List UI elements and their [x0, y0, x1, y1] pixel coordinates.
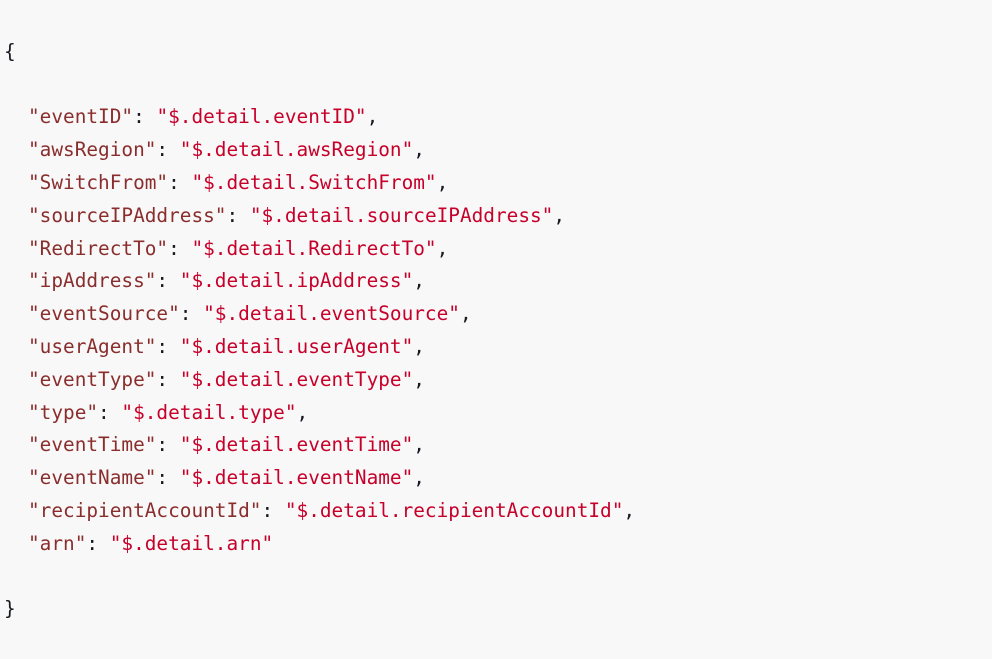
code-line-entry: "userAgent": "$.detail.userAgent",	[28, 334, 425, 358]
code-line-entry: "eventSource": "$.detail.eventSource",	[28, 302, 472, 326]
code-line-entry: "sourceIPAddress": "$.detail.sourceIPAdd…	[28, 203, 566, 227]
json-value: "$.detail.eventName"	[179, 466, 414, 490]
code-line-entry: "eventName": "$.detail.eventName",	[28, 466, 425, 490]
code-line-entry: "SwitchFrom": "$.detail.SwitchFrom",	[28, 170, 449, 194]
json-key: "eventSource"	[28, 302, 180, 326]
json-value: "$.detail.awsRegion"	[179, 138, 414, 162]
json-value: "$.detail.eventType"	[179, 367, 414, 391]
json-comma: ,	[436, 236, 449, 260]
code-line-entry: "type": "$.detail.type",	[28, 400, 309, 424]
json-comma: ,	[413, 367, 425, 391]
json-value: "$.detail.eventID"	[156, 105, 367, 129]
json-key: "ipAddress"	[28, 269, 157, 293]
json-value: "$.detail.type"	[121, 400, 297, 424]
json-value: "$.detail.ipAddress"	[179, 269, 414, 293]
json-value: "$.detail.RedirectTo"	[191, 236, 437, 260]
json-value: "$.detail.eventSource"	[203, 302, 460, 326]
json-key: "userAgent"	[28, 334, 157, 358]
code-line-open: {	[4, 36, 992, 69]
json-key: "awsRegion"	[28, 138, 157, 162]
json-value: "$.detail.recipientAccountId"	[284, 498, 624, 522]
close-brace: }	[4, 597, 16, 621]
json-comma: ,	[413, 138, 425, 162]
code-line-entry: "arn": "$.detail.arn"	[28, 531, 274, 555]
json-key: "SwitchFrom"	[28, 170, 169, 194]
json-key: "eventName"	[28, 466, 157, 490]
json-comma: ,	[436, 170, 449, 194]
code-line-entry: "eventType": "$.detail.eventType",	[28, 367, 425, 391]
code-line-entry: "recipientAccountId": "$.detail.recipien…	[28, 498, 636, 522]
json-value: "$.detail.userAgent"	[179, 334, 414, 358]
json-comma: ,	[413, 334, 425, 358]
code-line-entry: "awsRegion": "$.detail.awsRegion",	[28, 138, 425, 162]
json-comma: ,	[366, 105, 379, 129]
json-key: "arn"	[28, 531, 87, 555]
json-key: "RedirectTo"	[28, 236, 169, 260]
json-key: "eventID"	[28, 105, 134, 129]
json-comma: ,	[413, 269, 425, 293]
json-key: "eventTime"	[28, 433, 157, 457]
json-key: "eventType"	[28, 367, 157, 391]
json-code-block: { "eventID": "$.detail.eventID", "awsRegi…	[4, 36, 992, 621]
json-value: "$.detail.arn"	[109, 531, 274, 555]
json-comma: ,	[459, 302, 472, 326]
code-line-entry: "RedirectTo": "$.detail.RedirectTo",	[28, 236, 449, 260]
json-key: "sourceIPAddress"	[28, 203, 227, 227]
json-value: "$.detail.SwitchFrom"	[191, 170, 437, 194]
json-comma: ,	[413, 466, 425, 490]
json-value: "$.detail.eventTime"	[179, 433, 414, 457]
code-line-entry: "eventTime": "$.detail.eventTime",	[28, 433, 425, 457]
json-key: "recipientAccountId"	[28, 498, 262, 522]
code-line-entry: "ipAddress": "$.detail.ipAddress",	[28, 269, 425, 293]
json-comma: ,	[296, 400, 309, 424]
json-entries: "eventID": "$.detail.eventID", "awsRegion…	[4, 101, 992, 560]
json-value: "$.detail.sourceIPAddress"	[249, 203, 554, 227]
json-comma: ,	[553, 203, 566, 227]
json-key: "type"	[28, 400, 99, 424]
code-line-entry: "eventID": "$.detail.eventID",	[28, 105, 379, 129]
open-brace: {	[4, 39, 16, 63]
json-comma: ,	[413, 433, 425, 457]
json-comma: ,	[623, 498, 636, 522]
code-line-close: }	[4, 593, 992, 626]
